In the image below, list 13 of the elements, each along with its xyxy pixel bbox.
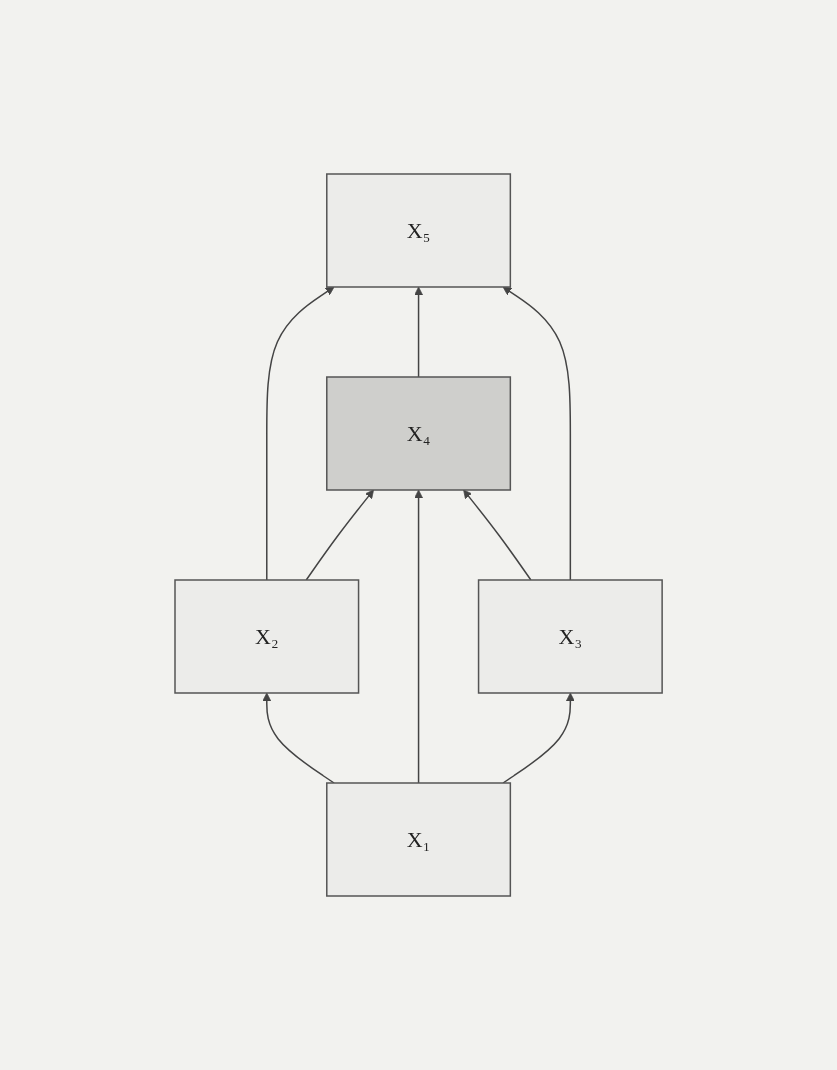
arrow (502, 692, 575, 784)
arrow (265, 286, 335, 581)
node-box: X₅ (325, 173, 512, 288)
arrow (262, 692, 335, 784)
node-box: X₄ (325, 376, 512, 491)
arrow (502, 286, 572, 581)
node-box: X₁ (325, 782, 512, 897)
arrow (414, 286, 423, 378)
node-box: X₃ (477, 579, 663, 694)
node-box: X₂ (174, 579, 360, 694)
arrow (305, 489, 374, 581)
arrow (414, 489, 423, 784)
arrow (463, 489, 532, 581)
